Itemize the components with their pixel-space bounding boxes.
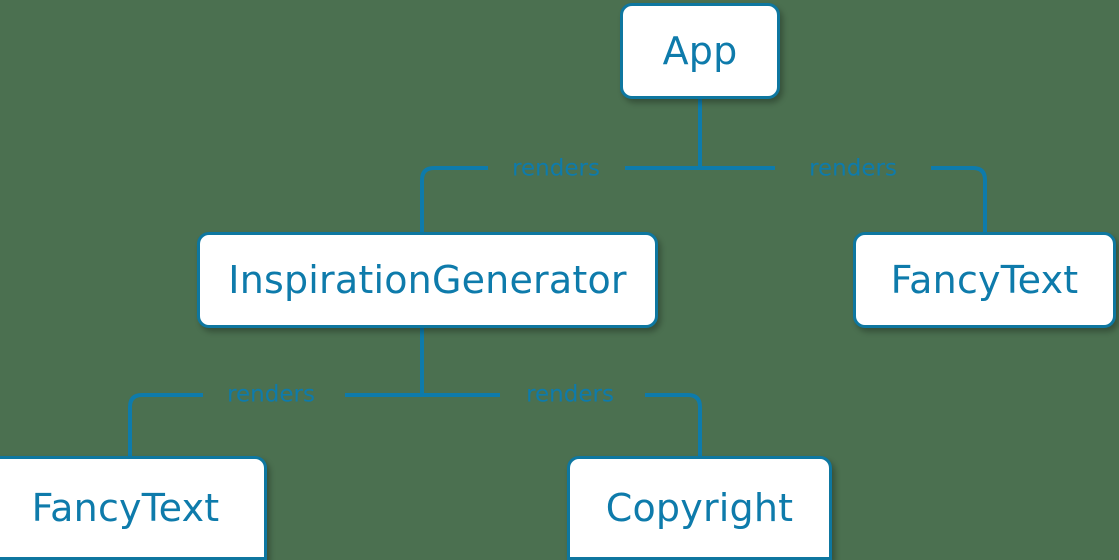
edge-label-app-to-fancytext-right: renders (809, 155, 897, 182)
node-copyright[interactable]: Copyright (567, 456, 832, 560)
node-inspirationgenerator[interactable]: InspirationGenerator (197, 232, 658, 328)
node-inspirationgenerator-label: InspirationGenerator (228, 258, 627, 302)
node-copyright-label: Copyright (605, 486, 794, 530)
node-fancytext-right[interactable]: FancyText (853, 232, 1116, 328)
edge-label-inspirationgenerator-to-copyright: renders (526, 381, 614, 408)
node-fancytext-right-label: FancyText (890, 258, 1079, 302)
node-fancytext-bottom-left-label: FancyText (31, 486, 220, 530)
edge-label-inspirationgenerator-to-fancytext-bottom-left: renders (227, 381, 315, 408)
edge-label-app-to-inspirationgenerator: renders (512, 155, 600, 182)
node-fancytext-bottom-left[interactable]: FancyText (0, 456, 267, 560)
node-app-label: App (662, 29, 738, 73)
node-app[interactable]: App (620, 3, 780, 99)
